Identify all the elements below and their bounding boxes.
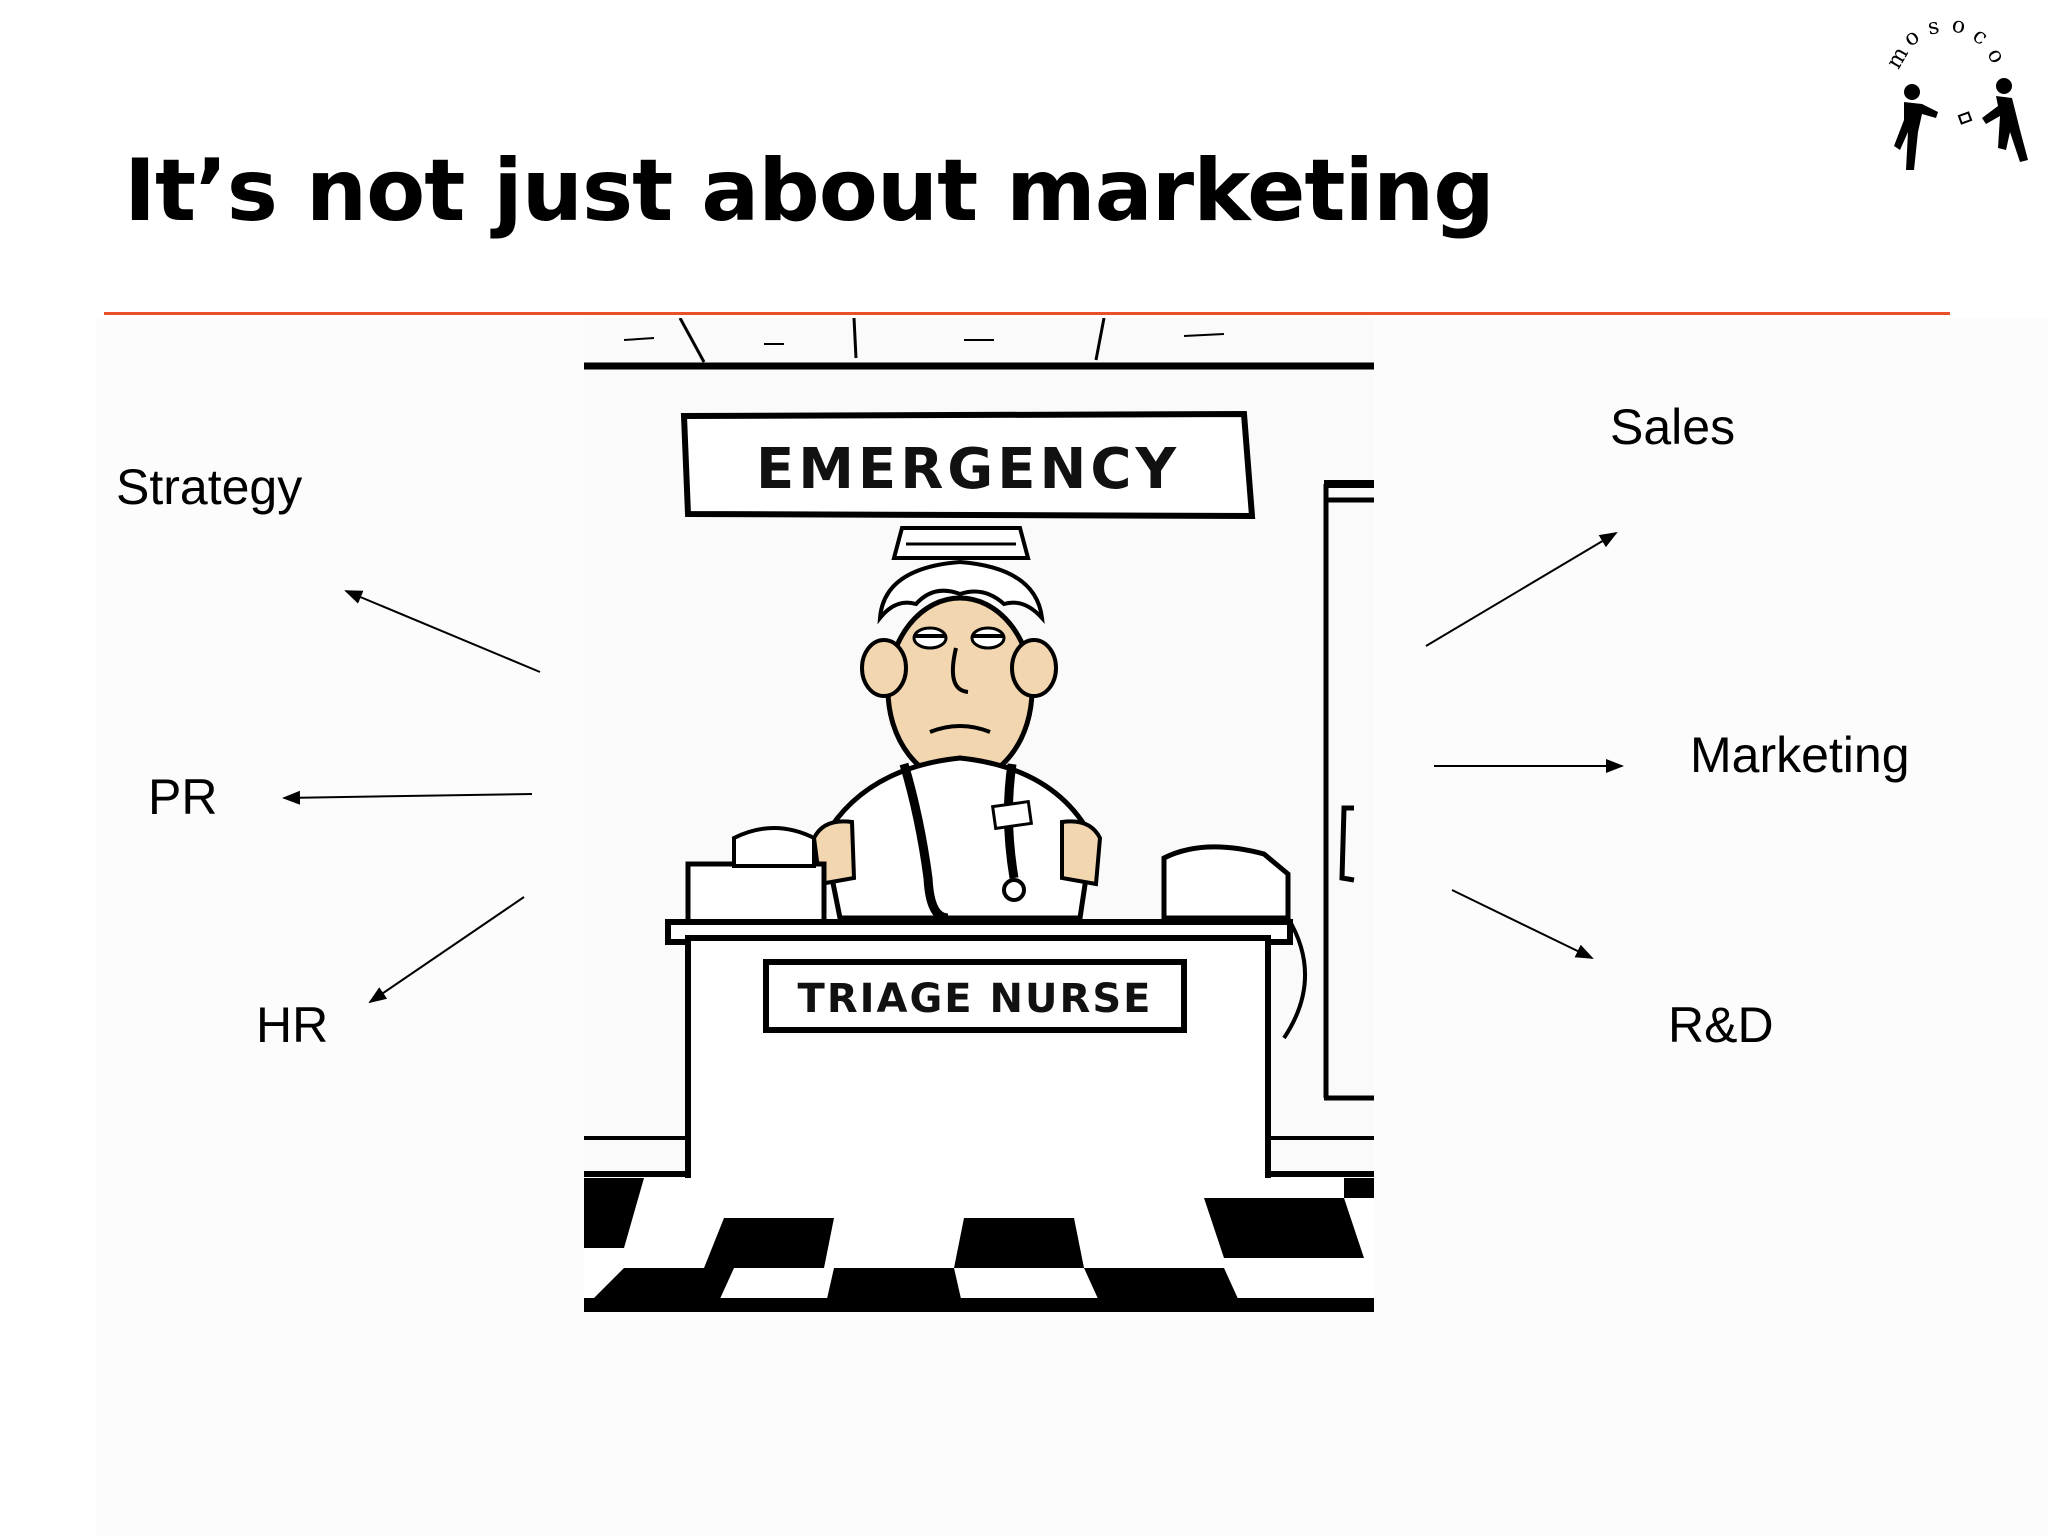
arrow-to-rd <box>1451 889 1594 959</box>
label-marketing: Marketing <box>1690 727 1910 783</box>
arrow-to-sales <box>1425 531 1618 647</box>
label-hr: HR <box>256 997 329 1053</box>
triage-nurse-cartoon: EMERGENCY <box>584 318 1374 1312</box>
emergency-sign: EMERGENCY <box>680 410 1256 520</box>
checkered-floor <box>584 1178 1374 1312</box>
emergency-sign-text: EMERGENCY <box>756 437 1180 502</box>
desk: TRIAGE NURSE <box>665 919 1293 1221</box>
wall-base <box>584 1136 1374 1177</box>
triage-nurse-sign-text: TRIAGE NURSE <box>798 976 1153 1022</box>
arrow-to-hr <box>368 896 525 1004</box>
nurse-body <box>811 755 1103 923</box>
logo-thrown-card <box>1957 111 1973 125</box>
logo-figure-right <box>1982 78 2028 162</box>
logo-letter: s <box>1926 20 1941 41</box>
label-pr: PR <box>148 769 218 825</box>
logo-figure-left <box>1894 84 1938 170</box>
door-frame <box>1323 480 1374 1101</box>
title-rule <box>104 312 1950 315</box>
arrow-to-strategy <box>344 590 541 673</box>
ceiling <box>584 318 1374 370</box>
slide-title: It’s not just about marketing <box>124 141 1495 241</box>
nurse-head <box>860 526 1058 785</box>
label-rd: R&D <box>1668 997 1774 1053</box>
mosoco-logo: m o s o c o <box>1882 20 2028 170</box>
label-sales: Sales <box>1610 399 1736 455</box>
arrow-to-pr <box>282 790 533 805</box>
logo-letter: o <box>1950 20 1967 39</box>
desk-telephone <box>1161 844 1291 921</box>
label-strategy: Strategy <box>116 459 303 515</box>
